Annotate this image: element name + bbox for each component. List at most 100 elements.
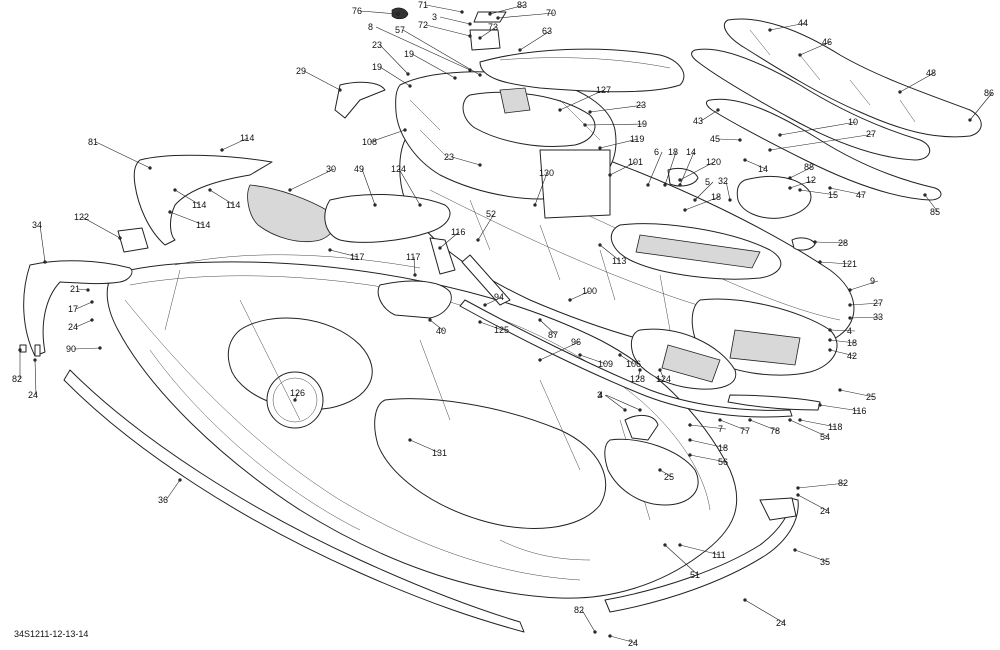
callout-trim-124: 124: [391, 164, 406, 174]
leader-line-7: [689, 424, 727, 430]
leader-anchor-27: [848, 303, 852, 307]
leader-anchor-49: [373, 203, 377, 207]
leader-anchor-25: [658, 468, 662, 472]
leader-line-14: [679, 151, 695, 186]
leader-line-100: [569, 290, 591, 301]
callout-side-grille-30: 30: [326, 164, 336, 174]
leader-line-9: [849, 280, 879, 291]
leader-anchor-126: [293, 398, 297, 402]
leader-line-85: [924, 194, 939, 213]
leader-anchor-24: [796, 493, 800, 497]
callout-screw-117: 117: [350, 252, 364, 262]
leader-line-71: [425, 4, 463, 13]
leader-line-10: [779, 121, 857, 136]
callout-screw-24: 24: [68, 322, 78, 332]
leader-line-48: [899, 72, 935, 93]
leader-anchor-43: [716, 108, 720, 112]
leader-anchor-94: [483, 303, 487, 307]
leader-line-54: [789, 419, 829, 438]
leader-anchor-118: [798, 418, 802, 422]
callout-screw-14: 14: [686, 147, 696, 157]
callout-screw-19: 19: [372, 62, 382, 72]
leader-anchor-44: [768, 28, 772, 32]
leader-line-24: [75, 319, 93, 328]
leader-line-45: [717, 138, 741, 141]
leader-line-47: [829, 187, 865, 196]
leader-anchor-30: [288, 188, 292, 192]
leader-line-25: [839, 389, 875, 398]
leader-anchor-4: [828, 328, 832, 332]
leader-line-56: [689, 454, 727, 463]
callout-bracket-73: 73: [488, 22, 498, 32]
leader-anchor-121: [818, 260, 822, 264]
leader-anchor-29: [338, 88, 342, 92]
leader-line-19: [411, 53, 456, 79]
leader-anchor-116: [438, 246, 442, 250]
callout-seat-rear-44: 44: [798, 18, 808, 28]
leader-line-116: [819, 404, 861, 412]
leader-anchor-47: [828, 186, 832, 190]
leader-anchor-114: [208, 188, 212, 192]
leader-line-23: [451, 156, 481, 166]
callout-screw-114: 114: [226, 200, 240, 210]
leader-anchor-18: [828, 338, 832, 342]
callout-rear-grille-42: 42: [847, 351, 857, 361]
leader-anchor-5: [693, 198, 697, 202]
callout-screw-19: 19: [404, 49, 414, 59]
leader-line-106: [619, 354, 635, 365]
callout-screw-114: 114: [196, 220, 210, 230]
leader-line-29: [303, 70, 341, 91]
leader-line-25: [659, 469, 673, 478]
callout-screw-4: 4: [847, 326, 852, 336]
callout-screw-18: 18: [668, 147, 678, 157]
leader-line-28: [814, 241, 847, 244]
leader-line-130: [534, 172, 548, 206]
leader-line-131: [409, 439, 441, 454]
leader-line-120: [679, 161, 715, 181]
leader-anchor-88: [788, 176, 792, 180]
callout-trim-49: 49: [354, 164, 364, 174]
leader-anchor-6: [646, 183, 650, 187]
callout-cover-33: 33: [873, 312, 883, 322]
leader-line-72: [425, 24, 471, 37]
leader-anchor-128: [638, 368, 642, 372]
callout-seat-strip-47: 47: [856, 190, 866, 200]
leader-line-114: [169, 211, 205, 226]
leader-anchor-28: [813, 240, 817, 244]
leader-line-81: [95, 141, 151, 169]
leader-line-82: [797, 482, 847, 489]
callout-front-panel-63: 63: [542, 26, 552, 36]
callout-screw-3: 3: [432, 12, 437, 22]
leader-line-124: [398, 168, 421, 206]
leader-anchor-19: [583, 123, 587, 127]
leader-anchor-32: [728, 198, 732, 202]
leader-anchor-36: [178, 478, 182, 482]
leader-line-18: [689, 439, 727, 449]
side-panels-drawing: [23, 81, 452, 357]
callout-clip-56: 56: [718, 457, 728, 467]
callout-drain-111: 111: [712, 550, 726, 560]
leader-anchor-81: [148, 166, 152, 170]
callout-screw-18: 18: [711, 192, 721, 202]
callout-deck-edge-106: 106: [626, 359, 641, 369]
leader-line-17: [75, 301, 93, 310]
leader-line-18: [829, 339, 856, 344]
leader-lines: [18, 4, 993, 644]
callout-seat-cushion-43: 43: [693, 116, 703, 126]
leader-line-118: [799, 419, 837, 428]
callout-screw-23: 23: [444, 152, 454, 162]
leader-line-108: [369, 129, 406, 143]
leader-anchor-82: [18, 348, 22, 352]
leader-anchor-34: [43, 260, 47, 264]
leader-anchor-24: [608, 634, 612, 638]
leader-anchor-117: [328, 248, 332, 252]
callout-grommet-27: 27: [873, 298, 883, 308]
leader-line-117: [413, 256, 416, 276]
leader-anchor-72: [468, 34, 472, 38]
leader-line-125: [479, 321, 503, 331]
leader-anchor-54: [788, 418, 792, 422]
callout-screw-3: 3: [597, 390, 602, 400]
callout-washer-12: 12: [806, 175, 816, 185]
